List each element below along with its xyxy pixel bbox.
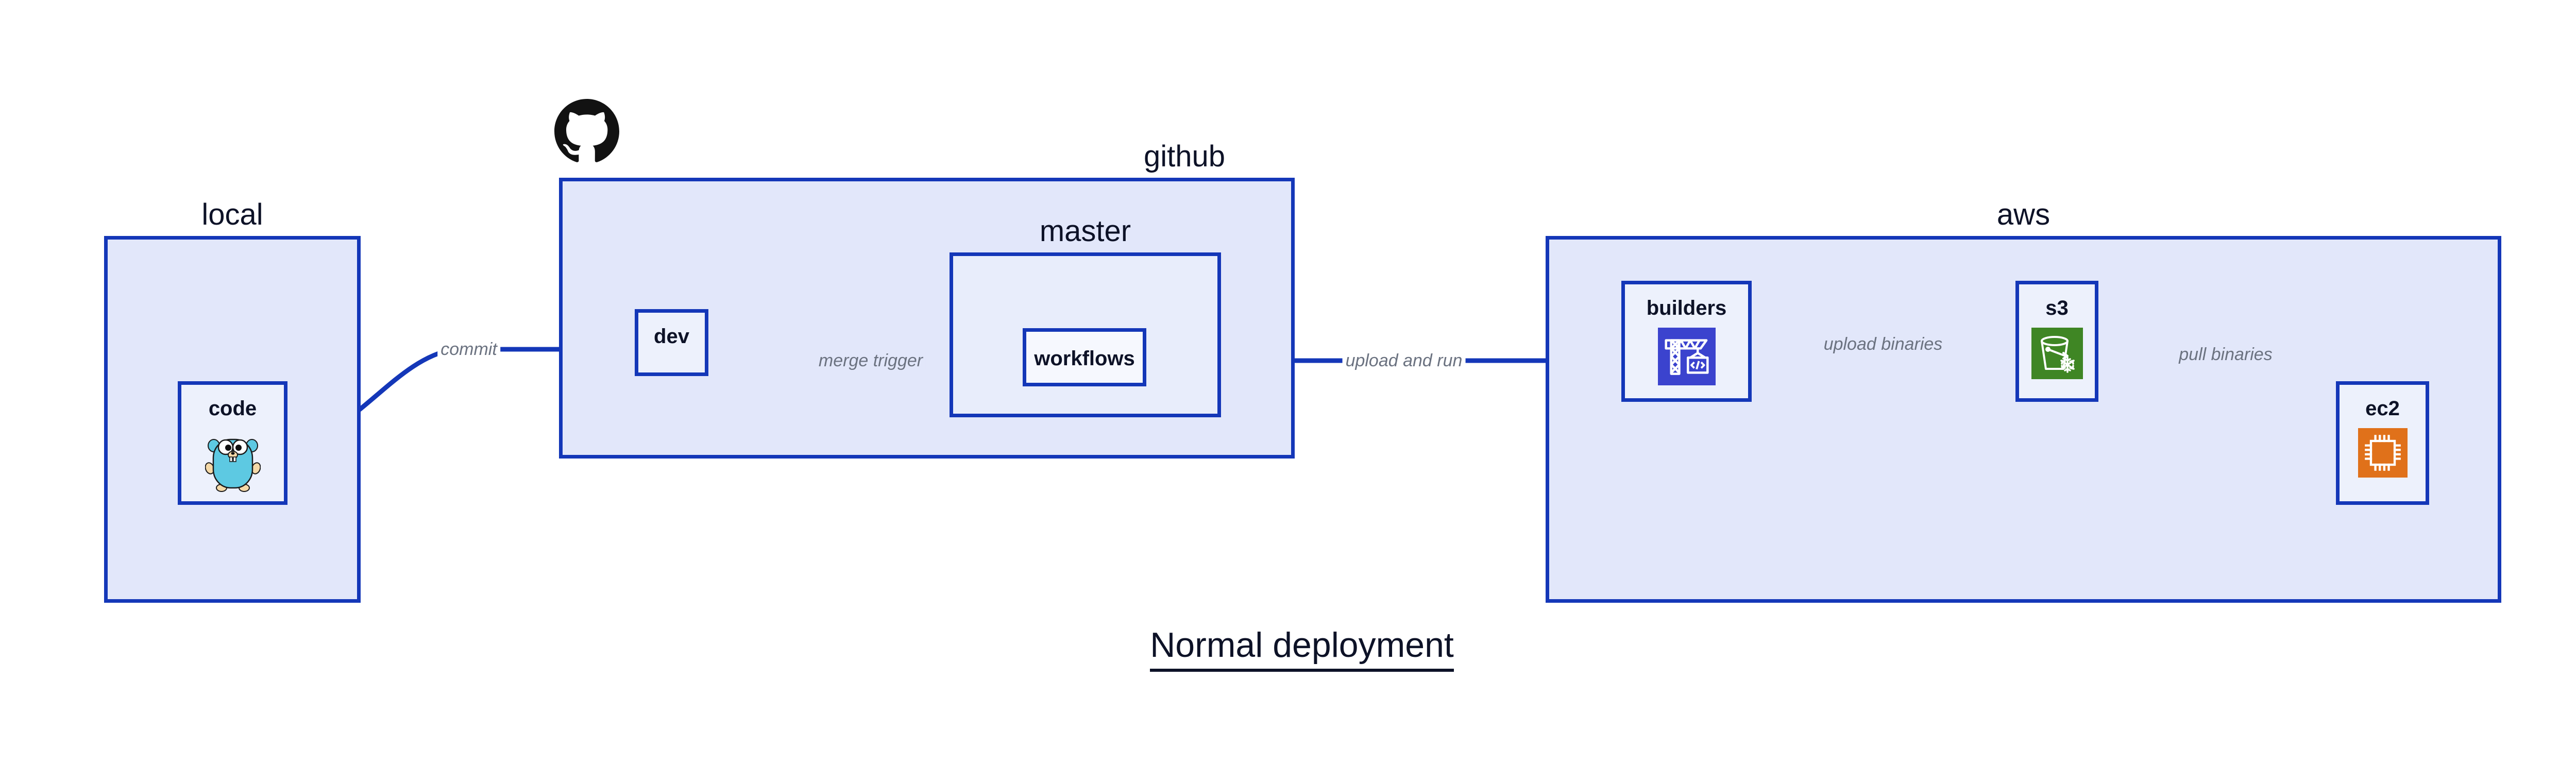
github-octocat-logo (554, 99, 619, 164)
node-label-builders: builders (1646, 297, 1727, 319)
node-label-dev: dev (654, 325, 689, 348)
node-workflows[interactable]: workflows (1023, 328, 1146, 386)
edge-label-upload-and-run: upload and run (1342, 352, 1466, 369)
node-code[interactable]: code (178, 381, 287, 505)
node-label-code: code (208, 397, 257, 420)
node-label-ec2: ec2 (2365, 397, 2400, 420)
edge-label-upload-binaries: upload binaries (1820, 335, 1946, 353)
edge-label-merge-trigger: merge trigger (815, 352, 926, 369)
node-ec2[interactable]: ec2 (2336, 381, 2429, 505)
node-label-s3: s3 (2045, 297, 2069, 319)
edge-label-commit: commit (437, 341, 500, 358)
group-label-local: local (201, 198, 263, 231)
go-gopher-icon (205, 428, 261, 492)
edge-label-pull-binaries: pull binaries (2176, 346, 2276, 363)
node-label-workflows: workflows (1034, 347, 1135, 370)
aws-codebuild-crane-icon (1657, 328, 1716, 385)
group-label-github: github (1143, 140, 1226, 173)
diagram-title-text: Normal deployment (1150, 625, 1454, 672)
node-dev[interactable]: dev (635, 309, 708, 376)
node-s3[interactable]: s3 (2015, 281, 2098, 402)
node-builders[interactable]: builders (1621, 281, 1752, 402)
aws-ec2-chip-icon (2358, 428, 2408, 478)
diagram-title: Normal deployment (0, 625, 2576, 672)
group-label-master: master (1039, 214, 1131, 248)
group-label-aws: aws (1996, 198, 2050, 231)
aws-s3-bucket-icon (2031, 328, 2083, 379)
